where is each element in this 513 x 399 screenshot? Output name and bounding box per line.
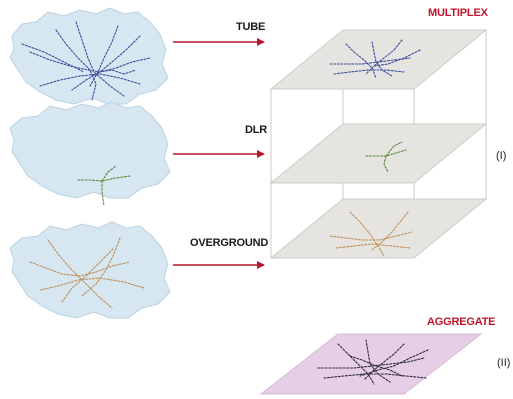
aggregate-network <box>317 339 429 385</box>
tube-layer-network <box>329 39 421 79</box>
london-map-dlr <box>9 101 171 207</box>
dlr-layer-network <box>365 141 407 173</box>
layer-tube <box>269 29 488 90</box>
label-dlr: DLR <box>245 124 268 136</box>
overground-layer-network <box>329 211 413 257</box>
layer-aggregate <box>259 333 483 395</box>
london-map-tube <box>9 7 169 105</box>
label-part-two: (II) <box>497 357 511 369</box>
label-aggregate: AGGREGATE <box>427 316 496 328</box>
label-tube: TUBE <box>236 21 266 33</box>
label-multiplex: MULTIPLEX <box>428 7 488 19</box>
tube-network <box>21 21 151 101</box>
layer-overground <box>269 198 488 259</box>
label-overground: OVERGROUND <box>190 237 269 249</box>
dlr-network <box>77 165 131 207</box>
london-map-overground <box>9 221 171 319</box>
layer-dlr <box>269 123 488 184</box>
overground-network <box>29 237 145 309</box>
label-part-one: (I) <box>496 150 507 162</box>
